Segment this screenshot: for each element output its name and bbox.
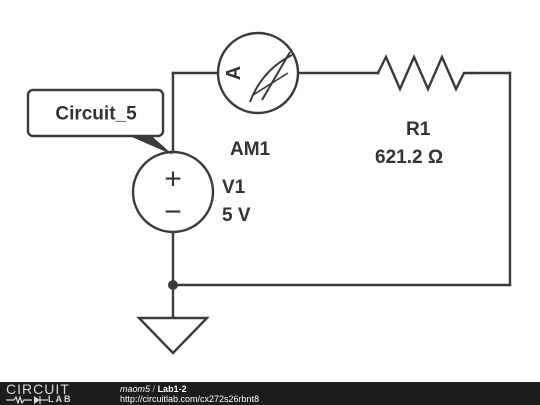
ammeter-scale <box>252 72 289 96</box>
net-label-callout[interactable]: Circuit_5 <box>26 88 173 155</box>
footer-bar: CIRCUIT LAB maom5 / Lab1-2 http://circui… <box>0 382 540 405</box>
project-link[interactable]: Lab1-2 <box>157 384 187 394</box>
net-label-text: Circuit_5 <box>55 104 137 125</box>
meta-separator: / <box>152 384 156 394</box>
circuit-schematic: A + − Circuit_5 AM1 R1 621.2 Ω V1 5 V <box>26 31 512 355</box>
voltage-source-body <box>131 150 215 234</box>
logo-bottom-text: LAB <box>48 394 73 404</box>
ammeter-body <box>216 31 300 115</box>
circuit-meta: maom5 / Lab1-2 http://circuitlab.com/cx2… <box>120 384 259 404</box>
ground-symbol[interactable] <box>136 316 210 355</box>
resistor-name-label: R1 <box>406 119 431 140</box>
junction-dot <box>168 280 178 290</box>
source-plus-sign: + <box>164 163 182 196</box>
meta-line-author: maom5 / Lab1-2 <box>120 384 259 394</box>
wires <box>171 71 512 320</box>
ammeter-needle <box>261 51 291 101</box>
resistor-r1[interactable] <box>376 54 474 92</box>
circuit-url[interactable]: http://circuitlab.com/cx272s26rbnt8 <box>120 394 260 404</box>
source-value-label: 5 V <box>222 205 251 226</box>
logo-top-text: CIRCUIT <box>6 381 70 397</box>
logo-circuit-icon <box>6 395 48 404</box>
source-name-label: V1 <box>222 177 246 198</box>
ammeter-name-label: AM1 <box>230 139 271 160</box>
ammeter-am1[interactable]: A <box>216 31 300 115</box>
source-minus-sign: − <box>164 196 182 229</box>
ammeter-symbol: A <box>223 66 245 80</box>
net-label-box <box>26 88 165 138</box>
author-link[interactable]: maom5 <box>120 384 151 394</box>
resistor-value-label: 621.2 Ω <box>375 147 443 168</box>
voltage-source-v1[interactable]: + − <box>131 150 215 234</box>
circuitlab-logo: CIRCUIT LAB <box>6 381 96 404</box>
